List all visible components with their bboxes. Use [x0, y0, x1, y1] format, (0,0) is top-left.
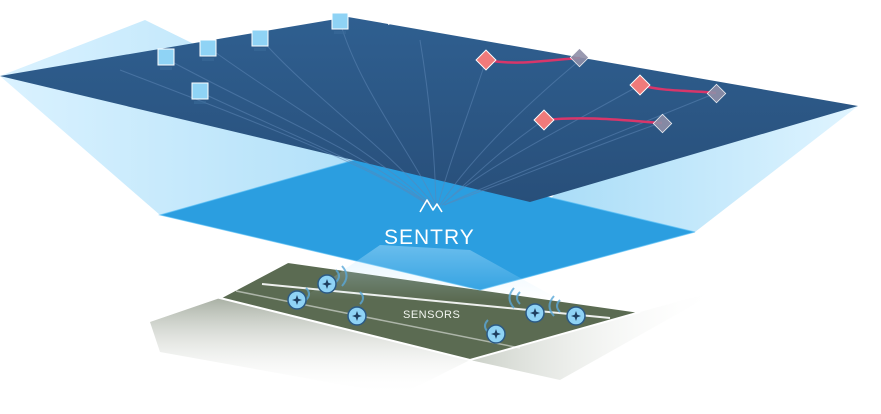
square-node: [331, 12, 349, 34]
sentry-layer-label: SENTRY: [384, 226, 475, 249]
ground-shadow: [150, 290, 720, 395]
diamond-links: [475, 47, 727, 134]
top-layer-label: AND: [388, 16, 413, 28]
sensor-star-icon: [317, 274, 337, 294]
square-node: [191, 82, 209, 104]
diamond-pair: [533, 109, 673, 134]
sentry-layer: [158, 154, 696, 300]
sentry-logo-icon: [419, 199, 443, 213]
sensor-star-icon: [347, 306, 367, 326]
sensor-star-icon: [287, 290, 307, 310]
sensor-star-icon: [525, 303, 545, 323]
diamond-pair: [629, 74, 727, 104]
square-node: [157, 48, 175, 70]
diamond-pair: [475, 47, 590, 71]
top-layer: [0, 17, 858, 206]
square-node: [251, 29, 269, 51]
sensor-icons: [287, 265, 586, 344]
square-node: [199, 39, 217, 61]
sensor-star-icon: [566, 306, 586, 326]
square-nodes: [157, 12, 349, 104]
sensors-layer-label: SENSORS: [403, 309, 461, 321]
sensor-star-icon: [486, 324, 506, 344]
